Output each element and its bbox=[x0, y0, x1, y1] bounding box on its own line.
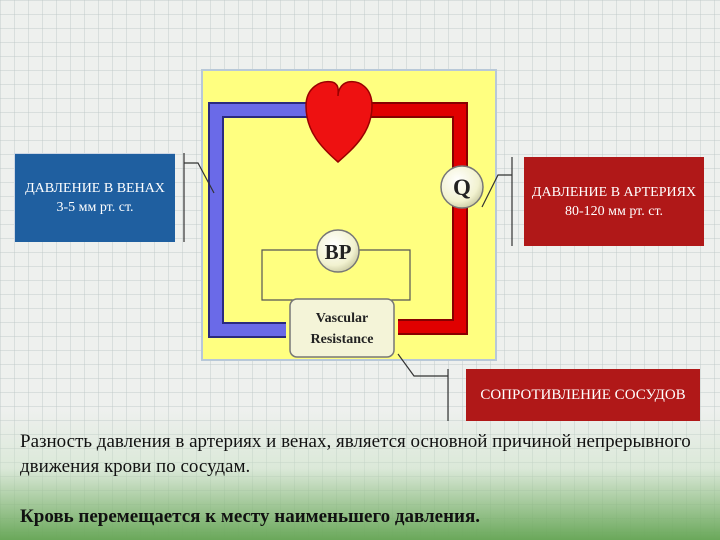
vascular-resistance-box bbox=[289, 298, 395, 358]
resistance-callout-line bbox=[397, 353, 449, 421]
bp-label: BP bbox=[325, 240, 352, 264]
vascular-resistance-line1: Vascular bbox=[316, 311, 368, 326]
vascular-resistance-title: СОПРОТИВЛЕНИЕ СОСУДОВ bbox=[480, 386, 686, 403]
arteries-pressure-title: ДАВЛЕНИЕ В АРТЕРИЯХ bbox=[531, 184, 697, 200]
bp-circle bbox=[316, 229, 360, 273]
veins-pressure-value: 3-5 мм рт. ст. bbox=[56, 200, 134, 215]
arteries-callout-line bbox=[481, 157, 513, 246]
arteries-pressure-label: ДАВЛЕНИЕ В АРТЕРИЯХ 80-120 мм рт. ст. bbox=[524, 157, 704, 246]
veins-pressure-title: ДАВЛЕНИЕ В ВЕНАХ bbox=[25, 181, 165, 196]
conclusion-text: Кровь перемещается к месту наименьшего д… bbox=[20, 506, 481, 527]
main-explanation-text: Разность давления в артериях и венах, яв… bbox=[20, 431, 691, 477]
vascular-resistance-label: СОПРОТИВЛЕНИЕ СОСУДОВ bbox=[466, 369, 700, 421]
heart-icon bbox=[305, 80, 373, 163]
flow-q-label: Q bbox=[453, 175, 471, 200]
arteries-pressure-value: 80-120 мм рт. ст. bbox=[564, 203, 664, 219]
veins-callout-line bbox=[183, 153, 215, 242]
flow-q-circle bbox=[440, 165, 484, 209]
vascular-resistance-line2: Resistance bbox=[311, 332, 374, 347]
background-gradient bbox=[0, 410, 720, 540]
veins-pressure-label: ДАВЛЕНИЕ В ВЕНАХ 3-5 мм рт. ст. bbox=[14, 153, 175, 242]
